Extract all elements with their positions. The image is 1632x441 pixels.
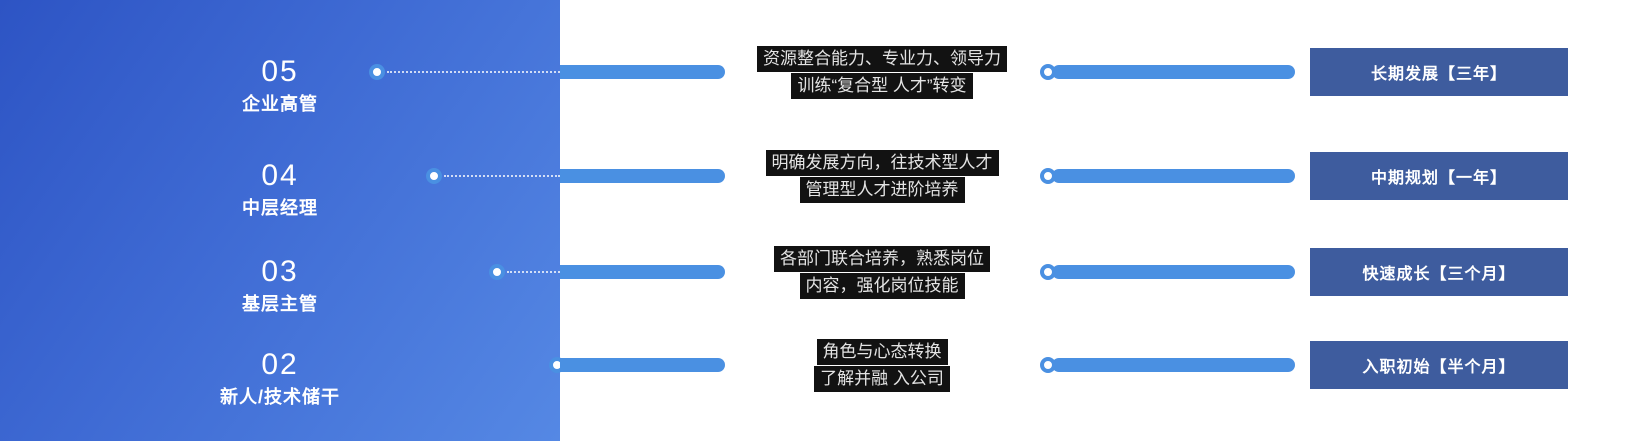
left-progress-bar [560, 265, 725, 279]
description-line: 各部门联合培养，熟悉岗位 [774, 246, 990, 272]
right-progress-bar [1052, 265, 1295, 279]
dotted-connector-line [507, 271, 560, 273]
right-progress-bar [1052, 358, 1295, 372]
connector-dot-icon [426, 168, 442, 184]
description-line: 训练“复合型 人才”转变 [791, 73, 973, 99]
description-line: 内容，强化岗位技能 [799, 273, 965, 299]
description-line: 管理型人才进阶培养 [799, 177, 965, 203]
stage-box: 入职初始【半个月】 [1310, 341, 1568, 389]
description-line: 资源整合能力、专业力、领导力 [757, 46, 1007, 72]
level-block: 05 企业高管 [150, 55, 410, 117]
stage-box: 中期规划【一年】 [1310, 152, 1568, 200]
level-label: 中层经理 [242, 198, 318, 218]
level-block: 04 中层经理 [150, 159, 410, 221]
level-block: 02 新人/技术储干 [150, 348, 410, 410]
left-progress-bar [560, 358, 725, 372]
level-number: 05 [261, 55, 299, 88]
left-gradient-panel [0, 0, 560, 441]
level-description: 明确发展方向，往技术型人才 管理型人才进阶培养 [700, 149, 1064, 204]
level-number: 02 [261, 348, 299, 381]
description-line: 角色与心态转换 [816, 339, 948, 365]
level-number: 04 [261, 159, 299, 192]
level-number: 03 [261, 255, 299, 288]
stage-box: 长期发展【三年】 [1310, 48, 1568, 96]
description-line: 明确发展方向，往技术型人才 [765, 150, 999, 176]
connector-dot-icon [369, 64, 385, 80]
left-progress-bar [560, 169, 725, 183]
left-progress-bar [560, 65, 725, 79]
level-label: 基层主管 [242, 294, 318, 314]
dotted-connector-line [444, 175, 560, 177]
level-label: 新人/技术储干 [219, 387, 340, 407]
connector-dot-icon [489, 264, 505, 280]
description-line: 了解并融 入公司 [814, 366, 950, 392]
level-label: 企业高管 [242, 94, 318, 114]
level-block: 03 基层主管 [150, 255, 410, 317]
dotted-connector-line [387, 71, 560, 73]
level-description: 资源整合能力、专业力、领导力 训练“复合型 人才”转变 [700, 45, 1064, 100]
level-description: 角色与心态转换 了解并融 入公司 [700, 338, 1064, 393]
right-progress-bar [1052, 65, 1295, 79]
stage-box: 快速成长【三个月】 [1310, 248, 1568, 296]
level-description: 各部门联合培养，熟悉岗位 内容，强化岗位技能 [700, 245, 1064, 300]
right-progress-bar [1052, 169, 1295, 183]
